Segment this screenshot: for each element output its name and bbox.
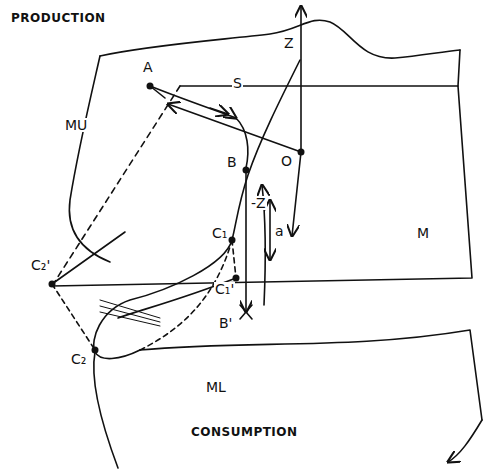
sheet-label: MU [64, 118, 88, 132]
s-axis [168, 104, 301, 152]
point-c1 [229, 237, 236, 244]
trajectory-arrow [210, 108, 228, 114]
axis-label: S [232, 76, 243, 90]
point-label: C₁' [214, 282, 235, 296]
bprime-cross [240, 305, 252, 319]
c2-projection [52, 284, 95, 350]
point-label: C₂' [30, 258, 51, 272]
title-label: PRODUCTION [10, 12, 107, 24]
trajectory-a-b [150, 86, 248, 168]
axis-label: -Z [250, 196, 267, 210]
jump-b-bprime [245, 172, 247, 312]
sheet-label: CONSUMPTION [190, 426, 299, 438]
point-a [147, 83, 154, 90]
upper-sheet-left-edge [69, 56, 110, 262]
sheet-label: ML [205, 380, 227, 394]
fold-curve [94, 60, 300, 359]
point-label: B' [218, 316, 233, 330]
lower-sheet-arrow [448, 420, 482, 462]
point-label: A [142, 60, 154, 74]
minus-z-axis [292, 152, 301, 236]
point-b [243, 167, 250, 174]
plane-label: M [416, 226, 430, 240]
origin-point [298, 149, 305, 156]
point-c2 [92, 347, 99, 354]
upper-sheet-right-edge [458, 50, 460, 86]
a-span [269, 200, 271, 260]
plane-m-hidden-edge [52, 86, 180, 286]
lower-sheet-edge [140, 330, 482, 420]
point-label: O [280, 154, 293, 168]
upper-sheet-edge [100, 20, 460, 58]
point-label: B [226, 155, 238, 169]
c2prime-line [52, 232, 125, 284]
point-label: C₁ [211, 226, 228, 240]
point-label: C₂ [70, 352, 87, 366]
z-axis [300, 6, 302, 152]
bifurcation-curve [118, 278, 236, 318]
c1-projection [232, 240, 236, 278]
span-label: a [274, 224, 285, 238]
axis-label: Z [283, 36, 295, 50]
point-c2prime [49, 281, 56, 288]
point-c1prime [233, 275, 240, 282]
lower-sheet-left-edge [94, 352, 118, 468]
hatch-lines [100, 300, 160, 326]
